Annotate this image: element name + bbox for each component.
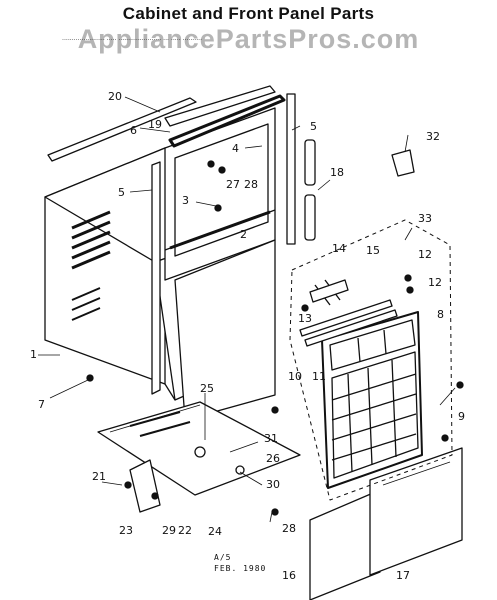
screws — [86, 160, 464, 516]
callout-label: 26 — [266, 452, 280, 465]
callout-label: 1 — [30, 348, 37, 361]
callout-label: 22 — [178, 524, 192, 537]
bracket-32 — [391, 149, 415, 177]
footnote-code: A/5 — [214, 553, 232, 562]
subtitle-text: ...................... ..... ...........… — [62, 35, 203, 42]
callout-label: 28 — [282, 522, 296, 535]
callout-label: 28 — [244, 178, 258, 191]
side-rail-left — [151, 161, 161, 395]
callout-label: 12 — [418, 248, 432, 261]
callout-label: 8 — [437, 308, 444, 321]
callout-label: 14 — [332, 242, 346, 255]
callout-label: 15 — [366, 244, 380, 257]
filter-panel-16 — [309, 489, 381, 600]
base-plate — [97, 401, 301, 513]
callout-label: 29 — [162, 524, 176, 537]
callout-label: 10 — [288, 370, 302, 383]
callout-label: 16 — [282, 569, 296, 582]
callout-label: 19 — [148, 118, 162, 131]
callout-label: 12 — [428, 276, 442, 289]
callout-label: 25 — [200, 382, 214, 395]
footnote-date: FEB. 1980 — [214, 564, 267, 573]
top-rail-20 — [47, 97, 197, 162]
callout-label: 5 — [118, 186, 125, 199]
diagram-title: Cabinet and Front Panel Parts — [122, 4, 375, 23]
callout-label: 3 — [182, 194, 189, 207]
knob-assembly — [309, 279, 349, 306]
post-18-upper — [304, 139, 316, 186]
post-18-lower — [304, 194, 316, 241]
top-rail-19 — [164, 85, 276, 127]
filter-panel-17 — [369, 447, 463, 576]
louver-bar-10 — [299, 299, 393, 337]
callout-label: 23 — [119, 524, 133, 537]
leader-lines — [38, 96, 456, 523]
callout-label: 27 — [226, 178, 240, 191]
louver-bar-11 — [304, 309, 398, 347]
callout-label: 32 — [426, 130, 440, 143]
post-5-right — [286, 93, 296, 245]
callout-label: 31 — [264, 432, 278, 445]
callout-label: 6 — [130, 124, 137, 137]
callout-label: 17 — [396, 569, 410, 582]
callout-label: 21 — [92, 470, 106, 483]
callout-label: 5 — [310, 120, 317, 133]
callout-label: 7 — [38, 398, 45, 411]
callout-label: 24 — [208, 525, 222, 538]
callout-label: 4 — [232, 142, 239, 155]
front-grille — [321, 311, 423, 489]
front-frame — [164, 107, 276, 421]
callout-label: 20 — [108, 90, 122, 103]
callout-label: 30 — [266, 478, 280, 491]
callout-label: 13 — [298, 312, 312, 325]
callout-label: 11 — [312, 370, 326, 383]
callout-label: 9 — [458, 410, 465, 423]
watermark-text: AppliancePartsPros.com — [77, 24, 420, 54]
assembly-outline-33 — [289, 219, 453, 501]
callout-label: 2 — [240, 228, 247, 241]
top-rail-6 — [168, 94, 286, 148]
callout-label: 33 — [418, 212, 432, 225]
callout-label: 18 — [330, 166, 344, 179]
